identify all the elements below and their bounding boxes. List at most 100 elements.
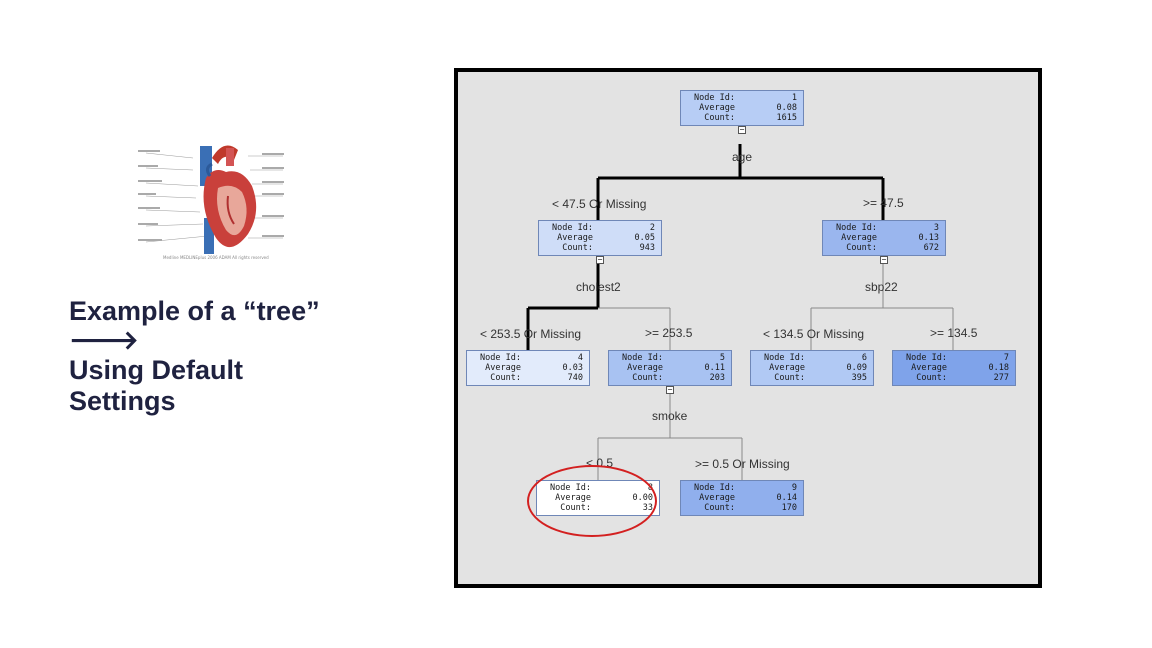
- node-field-value: 1615: [776, 113, 797, 123]
- node-field-value: 943: [639, 243, 655, 253]
- node-row-node-id: Node Id: 3: [829, 223, 939, 233]
- node-field-label: Average: [699, 493, 735, 503]
- node-row-average: Average 0.13: [829, 233, 939, 243]
- split-label-smoke: smoke: [652, 409, 688, 423]
- node-field-value: 277: [993, 373, 1009, 383]
- node-field-label: Count:: [704, 113, 735, 123]
- node-field-label: Average: [485, 363, 521, 373]
- node-row-node-id: Node Id: 5: [615, 353, 725, 363]
- branch-label-smoke-right: >= 0.5 Or Missing: [695, 457, 790, 471]
- node-field-value: 0.05: [634, 233, 655, 243]
- node-row-node-id: Node Id:8: [543, 483, 653, 493]
- node-row-count: Count: 277: [899, 373, 1009, 383]
- node-field-value: 5: [719, 353, 725, 363]
- slide-subtitle-line-2: Settings: [69, 386, 176, 416]
- node-row-average: Average 0.09: [757, 363, 867, 373]
- node-row-count: Count:672: [829, 243, 939, 253]
- node-row-average: Average 0.03: [473, 363, 583, 373]
- node-field-label: Average: [911, 363, 947, 373]
- node-field-label: Node Id:: [694, 483, 735, 493]
- node-row-count: Count: 395: [757, 373, 867, 383]
- node-field-value: 203: [709, 373, 725, 383]
- node-field-label: Count:: [916, 373, 947, 383]
- node-field-value: 33: [642, 503, 653, 513]
- node-field-value: 4: [577, 353, 583, 363]
- collapse-toggle-icon[interactable]: −: [738, 125, 746, 134]
- image-caption: Medline MEDLINEplus 2006 ADAM All rights…: [163, 255, 269, 260]
- node-field-value: 0.03: [562, 363, 583, 373]
- node-field-value: 0.18: [988, 363, 1009, 373]
- slide-subtitle-line: Using Default: [69, 355, 244, 385]
- node-field-value: 672: [923, 243, 939, 253]
- node-row-average: Average 0.11: [615, 363, 725, 373]
- node-field-value: 9: [791, 483, 797, 493]
- node-field-value: 6: [861, 353, 867, 363]
- node-field-label: Count:: [490, 373, 521, 383]
- node-field-value: 0.08: [776, 103, 797, 113]
- collapse-toggle-icon[interactable]: −: [880, 255, 888, 264]
- branch-label-sbp-left: < 134.5 Or Missing: [763, 327, 865, 341]
- slide-title-line: Example of a “tree”: [69, 296, 320, 326]
- branch-label-cholest-right: >= 253.5: [645, 326, 693, 340]
- split-label-age: age: [732, 150, 753, 164]
- split-label-cholest2: cholest2: [576, 280, 621, 294]
- node-row-node-id: Node Id: 6: [757, 353, 867, 363]
- node-row-count: Count: 33: [543, 503, 653, 513]
- node-field-label: Node Id:: [552, 223, 593, 233]
- node-field-label: Count:: [704, 503, 735, 513]
- node-field-value: 740: [567, 373, 583, 383]
- node-field-value: 0.14: [776, 493, 797, 503]
- node-field-label: Count:: [632, 373, 663, 383]
- branch-label-age-left: < 47.5 Or Missing: [552, 197, 647, 211]
- node-row-node-id: Node Id:7: [899, 353, 1009, 363]
- node-field-value: 2: [649, 223, 655, 233]
- node-field-label: Node Id:: [622, 353, 663, 363]
- collapse-toggle-icon[interactable]: −: [666, 385, 674, 394]
- node-field-value: 7: [1003, 353, 1009, 363]
- node-field-label: Average: [769, 363, 805, 373]
- node-field-value: 170: [781, 503, 797, 513]
- node-row-average: Average 0.14: [687, 493, 797, 503]
- tree-connectors: [526, 144, 954, 484]
- node-row-count: Count: 170: [687, 503, 797, 513]
- node-row-average: Average 0.18: [899, 363, 1009, 373]
- branch-label-age-right: >= 47.5: [863, 196, 904, 210]
- node-field-value: 395: [851, 373, 867, 383]
- arrow-right-icon: 🡒: [69, 326, 139, 356]
- node-row-node-id: Node Id: 4: [473, 353, 583, 363]
- node-field-value: 8: [647, 483, 653, 493]
- node-field-label: Average: [557, 233, 593, 243]
- branch-label-sbp-right: >= 134.5: [930, 326, 978, 340]
- node-field-label: Node Id:: [480, 353, 521, 363]
- node-field-label: Average: [699, 103, 735, 113]
- node-field-label: Average: [841, 233, 877, 243]
- node-field-value: 0.11: [704, 363, 725, 373]
- slide-text: Example of a “tree” 🡒 Using Default Sett…: [69, 296, 399, 417]
- node-row-node-id: Node Id: 9: [687, 483, 797, 493]
- node-row-count: Count: 740: [473, 373, 583, 383]
- node-field-label: Count:: [560, 503, 591, 513]
- collapse-toggle-icon[interactable]: −: [596, 255, 604, 264]
- node-field-value: 0.09: [846, 363, 867, 373]
- node-field-label: Node Id:: [694, 93, 735, 103]
- node-field-value: 1: [791, 93, 797, 103]
- node-field-label: Count:: [774, 373, 805, 383]
- node-field-value: 3: [933, 223, 939, 233]
- branch-label-smoke-left: < 0.5: [586, 456, 614, 470]
- node-field-value: 0.13: [918, 233, 939, 243]
- node-field-label: Node Id:: [764, 353, 805, 363]
- node-field-label: Average: [627, 363, 663, 373]
- node-row-count: Count: 1615: [687, 113, 797, 123]
- node-field-label: Node Id:: [836, 223, 877, 233]
